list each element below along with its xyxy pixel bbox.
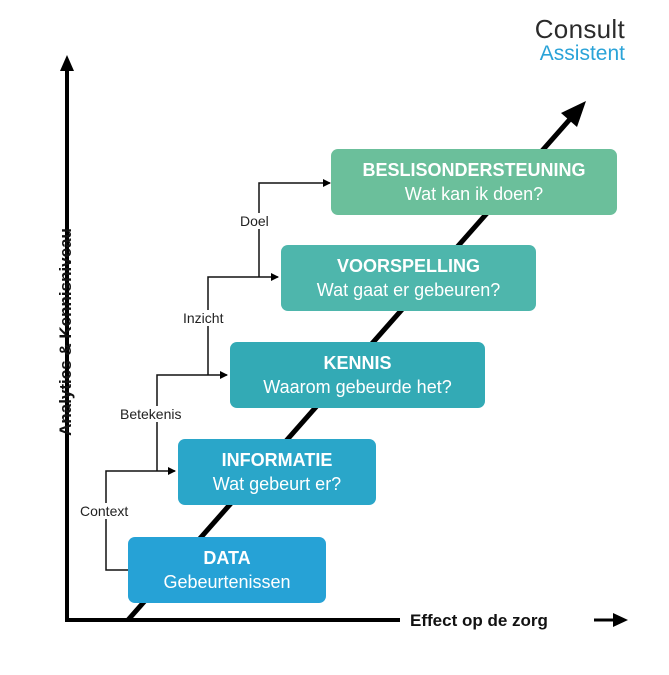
connector-label-inzicht: Inzicht: [181, 310, 226, 326]
step-title: VOORSPELLING: [336, 255, 480, 276]
y-axis-label: Analytics & Kennisniveau: [56, 228, 75, 436]
connector-doel: [258, 179, 331, 277]
connector-label-betekenis: Betekenis: [118, 406, 184, 422]
step-title: DATA: [203, 547, 251, 568]
step-box-beslisondersteuning: BESLISONDERSTEUNING Wat kan ik doen?: [331, 149, 617, 215]
step-box-kennis: KENNIS Waarom gebeurde het?: [230, 342, 485, 408]
step-subtitle: Wat gaat er gebeuren?: [316, 279, 501, 300]
step-title: KENNIS: [323, 352, 392, 373]
step-subtitle: Wat gebeurt er?: [212, 473, 342, 494]
growth-arrowhead: [561, 101, 586, 127]
step-subtitle: Waarom gebeurde het?: [263, 376, 452, 397]
connector-betekenis: [156, 371, 228, 471]
step-title: INFORMATIE: [221, 449, 333, 470]
y-axis-arrowhead: [60, 55, 74, 71]
step-subtitle: Gebeurtenissen: [163, 571, 291, 592]
step-box-data: DATA Gebeurtenissen: [128, 537, 326, 603]
connector-inzicht: [207, 273, 279, 375]
step-box-voorspelling: VOORSPELLING Wat gaat er gebeuren?: [281, 245, 536, 311]
connector-context: [105, 467, 176, 571]
step-title: BESLISONDERSTEUNING: [362, 159, 586, 180]
x-axis-label: Effect op de zorg: [410, 611, 548, 630]
x-axis-arrowhead: [613, 613, 628, 627]
connector-label-context: Context: [78, 503, 131, 519]
logo-line-1: Consult: [534, 14, 625, 44]
step-subtitle: Wat kan ik doen?: [404, 183, 544, 204]
connector-label-doel: Doel: [238, 213, 271, 229]
logo-line-2: Assistent: [539, 42, 625, 65]
logo: Consult Assistent: [535, 16, 625, 64]
step-box-informatie: INFORMATIE Wat gebeurt er?: [178, 439, 376, 505]
